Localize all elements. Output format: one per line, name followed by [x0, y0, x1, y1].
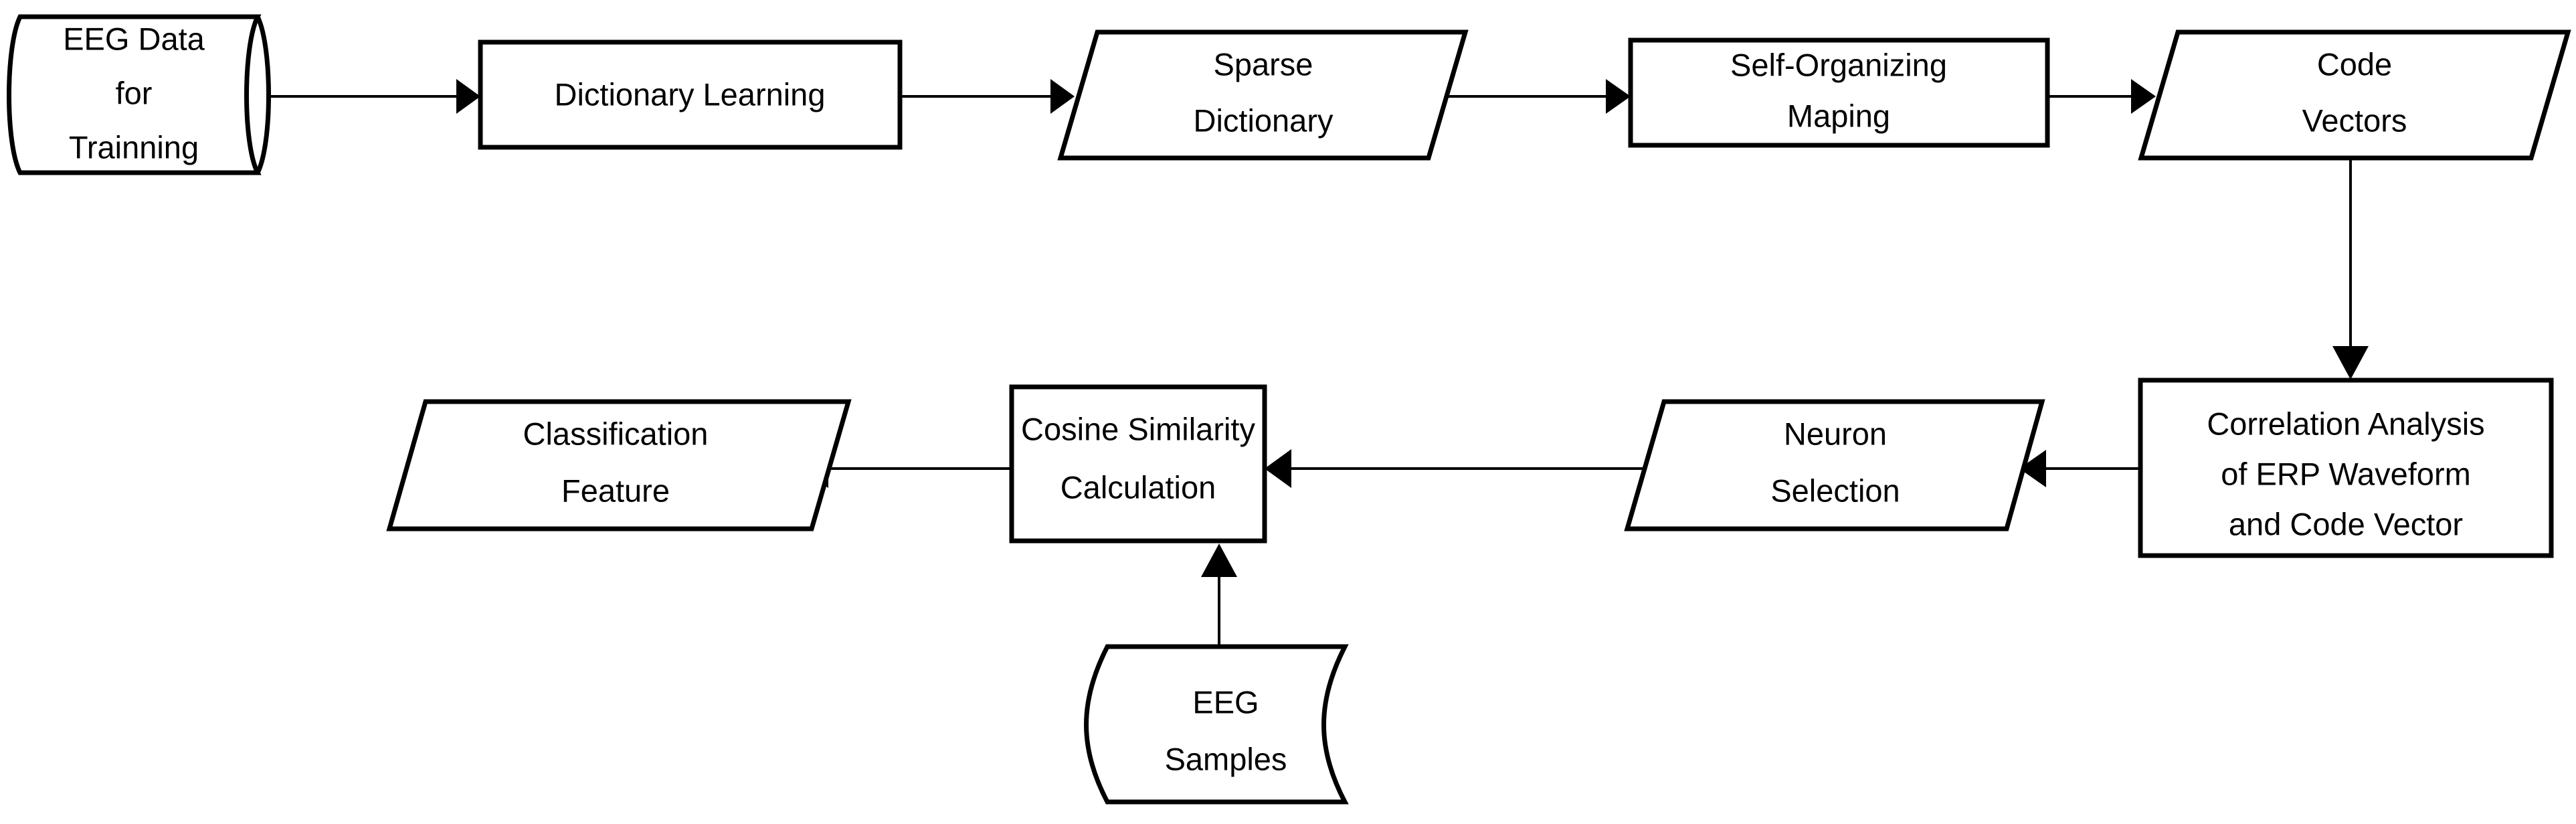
node-label-line: and Code Vector: [2229, 506, 2463, 542]
node-label-line: Correlation Analysis: [2207, 406, 2484, 441]
edge-code-vectors-to-correlation-analysis: [2332, 158, 2369, 380]
node-label-line: Classification: [523, 416, 709, 451]
node-eeg-samples[interactable]: EEG Samples: [1084, 644, 1349, 805]
node-neuron-selection[interactable]: Neuron Selection: [1624, 399, 2045, 531]
node-label-line: Feature: [561, 473, 670, 508]
arrowhead-right: [456, 79, 480, 114]
node-classification-feature[interactable]: Classification Feature: [386, 399, 852, 531]
edge-eeg-samples-to-cosine-similarity-calculation: [1201, 544, 1237, 647]
node-label-line: Dictionary Learning: [555, 76, 826, 112]
node-correlation-analysis[interactable]: Correlation Analysis of ERP Waveform and…: [2138, 378, 2554, 558]
node-label-line: Dictionary: [1194, 102, 1333, 138]
edge-correlation-analysis-to-neuron-selection: [2019, 450, 2140, 487]
node-self-organizing-maping[interactable]: Self-Organizing Maping: [1628, 37, 2050, 148]
node-code-vectors[interactable]: Code Vectors: [2138, 29, 2571, 161]
node-label-line: Trainning: [69, 129, 199, 165]
node-eeg-data-for-trainning[interactable]: EEG Data for Trainning: [7, 14, 271, 175]
arrowhead-up: [1201, 544, 1237, 577]
node-label-line: Maping: [1787, 98, 1890, 133]
arrowhead-right: [1606, 79, 1631, 114]
edge-eeg-data-to-dictionary-learning: [268, 79, 480, 114]
arrowhead-right: [1050, 79, 1075, 114]
arrowhead-left: [2019, 450, 2046, 487]
node-label-line: Vectors: [2302, 102, 2407, 138]
arrowhead-left: [1265, 449, 1291, 488]
node-label-line: Self-Organizing: [1730, 47, 1947, 82]
node-label-line: EEG: [1192, 684, 1259, 720]
node-label-line: Code: [2317, 46, 2392, 82]
edge-self-organizing-maping-to-code-vectors: [2047, 79, 2156, 114]
node-label-line: for: [116, 75, 153, 110]
node-label-line: Sparse: [1214, 46, 1313, 82]
edge-dictionary-learning-to-sparse-dictionary: [900, 79, 1075, 114]
node-label-line: Neuron: [1784, 416, 1887, 451]
node-label-line: Samples: [1165, 741, 1287, 776]
edge-neuron-selection-to-cosine-similarity-calculation: [1265, 449, 1646, 488]
node-label-line: Calculation: [1061, 469, 1216, 505]
node-sparse-dictionary[interactable]: Sparse Dictionary: [1057, 29, 1469, 161]
arrowhead-right: [2131, 79, 2156, 114]
node-label-line: EEG Data: [63, 21, 205, 56]
node-cosine-similarity-calculation[interactable]: Cosine Similarity Calculation: [1009, 384, 1267, 544]
arrowhead-down: [2332, 346, 2369, 380]
node-dictionary-learning[interactable]: Dictionary Learning: [478, 39, 903, 150]
node-label-line: Selection: [1770, 473, 1900, 508]
node-label-line: Cosine Similarity: [1021, 411, 1255, 446]
edge-sparse-dictionary-to-self-organizing-maping: [1447, 79, 1631, 114]
node-label-line: of ERP Waveform: [2221, 456, 2471, 491]
